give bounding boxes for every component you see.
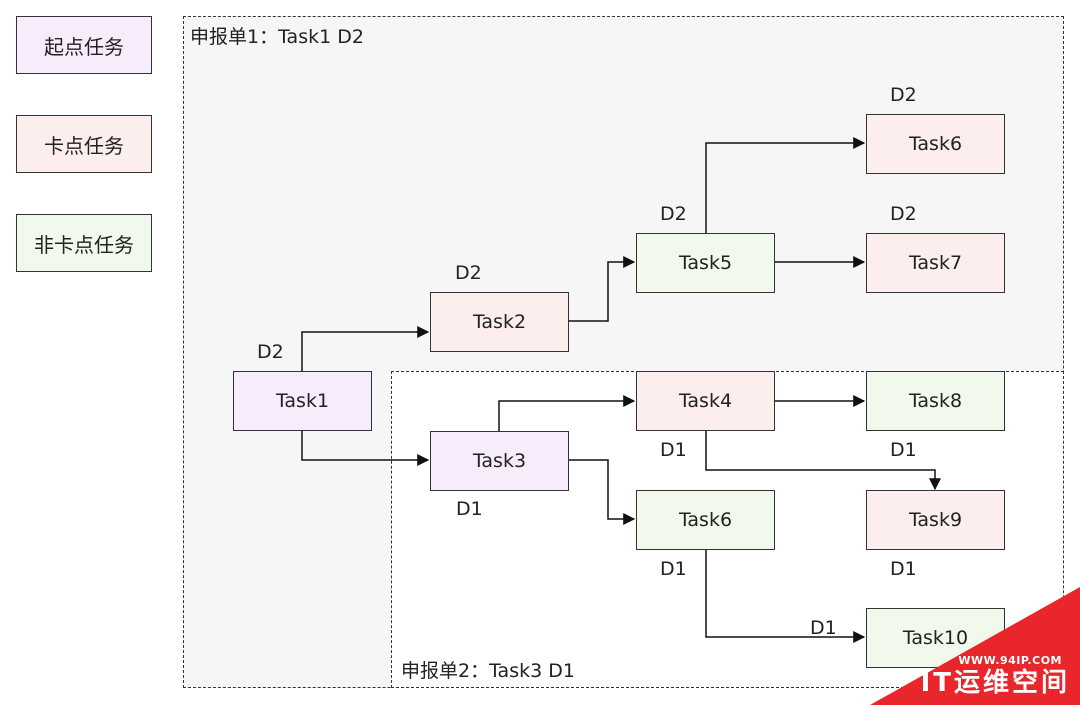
task6-top-label: Task6 (908, 133, 963, 155)
edge-task3-task6 (569, 459, 636, 525)
task4-node[interactable]: Task4 (636, 371, 775, 431)
watermark-triangle (870, 587, 1080, 705)
task3-node[interactable]: Task3 (430, 431, 569, 491)
edge-task6-task10 (705, 549, 866, 643)
edge-task2-task5 (569, 256, 636, 322)
task3-duration: D1 (456, 498, 483, 520)
edge-task4-task9 (705, 431, 941, 491)
edge-task1-task2 (301, 326, 430, 371)
task9-node[interactable]: Task9 (866, 490, 1005, 550)
task1-label: Task1 (275, 390, 330, 412)
task10-label: Task10 (902, 627, 969, 649)
task6-top-node[interactable]: Task6 (866, 114, 1005, 174)
legend-blocking-task: 卡点任务 (16, 115, 152, 173)
task6-bottom-label: Task6 (678, 509, 733, 531)
task5-node[interactable]: Task5 (636, 233, 775, 293)
legend-blocking-label: 卡点任务 (44, 133, 124, 158)
edge-task1-task3 (301, 431, 430, 466)
group-2-title: 申报单2：Task3 D1 (401, 660, 575, 682)
legend-start-task: 起点任务 (16, 16, 152, 74)
task10-duration: D1 (810, 617, 837, 639)
task8-duration: D1 (890, 439, 917, 461)
task9-label: Task9 (908, 509, 963, 531)
task2-duration: D2 (455, 262, 482, 284)
site-watermark: WWW.94IP.COM IT运维空间 (870, 587, 1080, 705)
legend-nonblocking-label: 非卡点任务 (34, 232, 134, 257)
task8-label: Task8 (908, 390, 963, 412)
watermark-url: WWW.94IP.COM (958, 654, 1062, 667)
group-1-title: 申报单1：Task1 D2 (190, 26, 364, 48)
task2-node[interactable]: Task2 (430, 292, 569, 352)
task3-label: Task3 (472, 450, 527, 472)
task4-duration: D1 (660, 439, 687, 461)
watermark-name: IT运维空间 (920, 668, 1070, 698)
task4-label: Task4 (678, 390, 733, 412)
edge-task3-task4 (498, 395, 636, 431)
task6-bottom-node[interactable]: Task6 (636, 490, 775, 550)
task5-duration: D2 (660, 203, 687, 225)
legend-start-label: 起点任务 (44, 34, 124, 59)
task9-duration: D1 (890, 558, 917, 580)
task1-node[interactable]: Task1 (233, 371, 372, 431)
task7-node[interactable]: Task7 (866, 233, 1005, 293)
task2-label: Task2 (472, 311, 527, 333)
task1-duration: D2 (257, 341, 284, 363)
task6-top-duration: D2 (890, 84, 917, 106)
task7-label: Task7 (908, 252, 963, 274)
task7-duration: D2 (890, 203, 917, 225)
legend-nonblocking-task: 非卡点任务 (16, 214, 152, 272)
task6-bottom-duration: D1 (660, 558, 687, 580)
task8-node[interactable]: Task8 (866, 371, 1005, 431)
edge-task5-task6 (705, 137, 866, 233)
task5-label: Task5 (678, 252, 733, 274)
